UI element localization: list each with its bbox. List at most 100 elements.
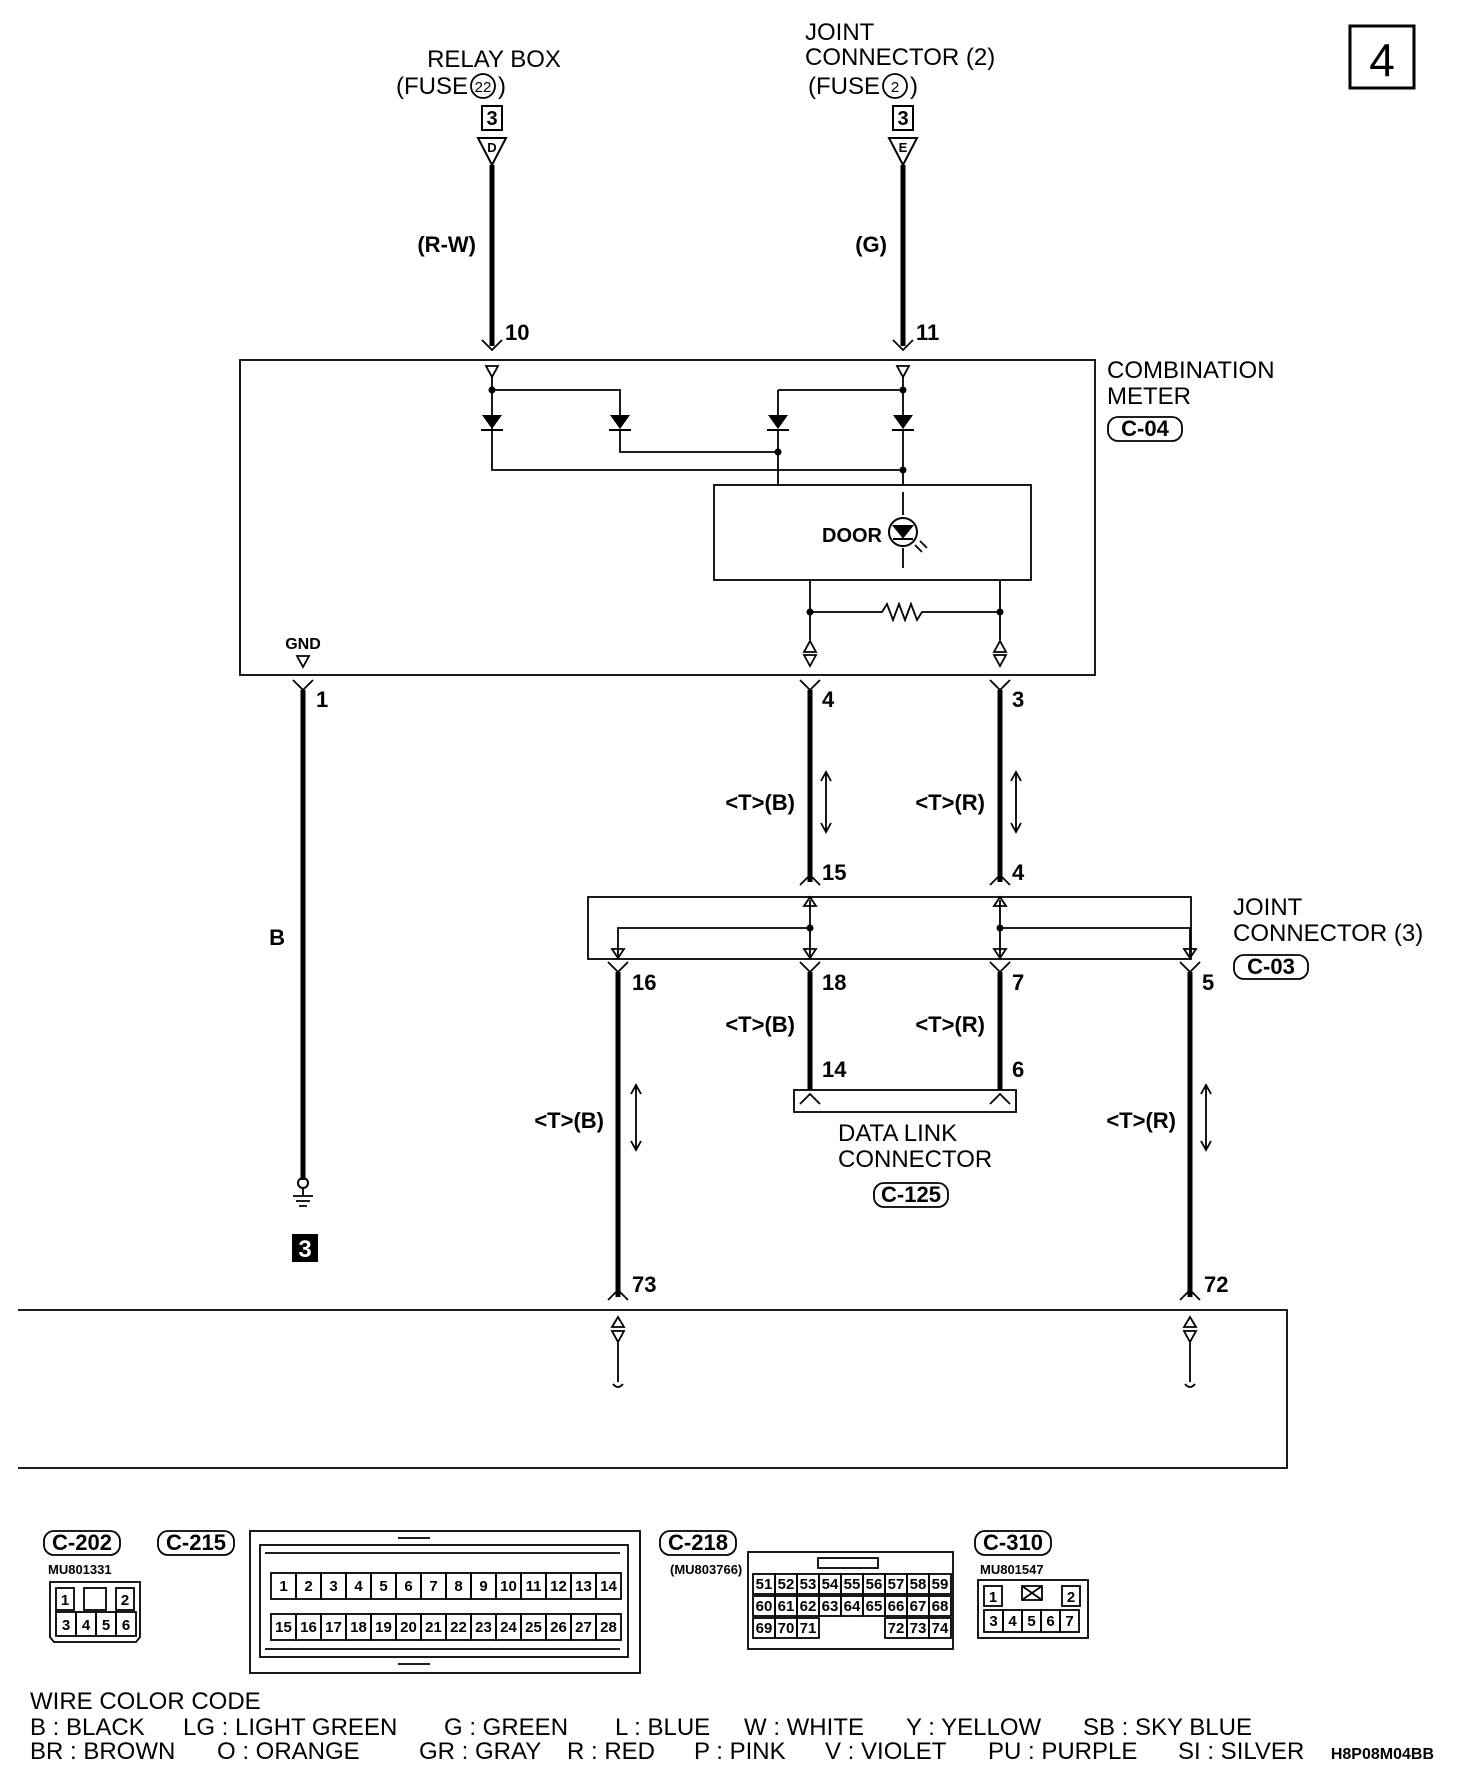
c218-pin-61-label: 61 xyxy=(778,1598,795,1615)
wire-tr-upper-color: <T>(R) xyxy=(915,790,985,815)
cm-out-4 xyxy=(802,639,818,668)
c218-pin-71-cell xyxy=(796,1617,820,1639)
bottom-module-pin-72 xyxy=(1182,1315,1198,1388)
cm-gnd-label: GND xyxy=(285,636,321,653)
legend-r: R : RED xyxy=(567,1738,655,1765)
pin-10-label: 10 xyxy=(505,320,529,345)
c218-pin-62-label: 62 xyxy=(800,1598,817,1615)
c218-pin-74-label: 74 xyxy=(932,1620,949,1637)
c215-pin-10-label: 10 xyxy=(500,1578,517,1595)
c202-pin-2 xyxy=(115,1587,135,1611)
pin-6-label: 6 xyxy=(1012,1057,1024,1082)
c215-pin-5-label: 5 xyxy=(379,1578,387,1595)
c202-code: C-202 xyxy=(52,1530,112,1555)
relay-box-fuse-suffix: ) xyxy=(498,73,506,100)
c202-part: MU801331 xyxy=(48,1562,112,1577)
cm-in-11 xyxy=(895,365,911,379)
c215-pin-14-label: 14 xyxy=(600,1578,617,1595)
c215-pin-28-cell xyxy=(595,1613,622,1641)
jc3-junction-2 xyxy=(996,924,1004,932)
c202-label-4: 4 xyxy=(82,1617,91,1634)
c202-code-box xyxy=(43,1530,121,1556)
pin-5-label: 5 xyxy=(1202,970,1214,995)
ground-icon xyxy=(293,1188,313,1207)
cm-output-circuit xyxy=(809,580,1001,640)
combination-meter-box xyxy=(239,359,1096,676)
relay-box-fuse-circle xyxy=(470,73,496,99)
c215-pin-26-label: 26 xyxy=(550,1619,567,1636)
relay-box-fuse-prefix: (FUSE xyxy=(396,73,468,100)
pin-15-mark xyxy=(799,873,821,886)
bottom-module-pin-73 xyxy=(610,1315,626,1388)
c218-pin-65-label: 65 xyxy=(866,1598,883,1615)
diode-3 xyxy=(767,415,789,431)
c215-pin-25-label: 25 xyxy=(525,1619,542,1636)
jc3-internal xyxy=(617,900,1191,956)
jc3-label-2: CONNECTOR (3) xyxy=(1233,920,1423,947)
pin-16-mark xyxy=(607,961,629,974)
c202-outline xyxy=(49,1581,141,1643)
jc2-label-line2: CONNECTOR (2) xyxy=(805,44,995,71)
pin-1-mark xyxy=(292,679,314,692)
wire-g-color: (G) xyxy=(855,232,887,257)
cm-junction-1 xyxy=(488,386,496,394)
bidir-arrow-1 xyxy=(820,770,832,834)
diode-4 xyxy=(892,415,914,431)
c202-label-5: 5 xyxy=(102,1617,110,1634)
wire-r-w-color: (R-W) xyxy=(417,232,476,257)
c215-pin-1-label: 1 xyxy=(279,1578,287,1595)
c218-code-box xyxy=(659,1530,737,1556)
jc3-label-1: JOINT xyxy=(1233,894,1303,921)
c215-pin-8-label: 8 xyxy=(454,1578,462,1595)
pin-7-label: 7 xyxy=(1012,970,1024,995)
pin-18-label: 18 xyxy=(822,970,846,995)
jc2-fuse-number: 2 xyxy=(891,79,899,96)
dlc-code: C-125 xyxy=(881,1182,941,1207)
legend-row-2: BR : BROWN O : ORANGE GR : GRAY R : RED … xyxy=(30,1738,1304,1765)
cm-in-10 xyxy=(484,365,500,379)
legend-sb: SB : SKY BLUE xyxy=(1083,1714,1252,1741)
relay-box-source: RELAY BOX (FUSE 22 ) 3 D xyxy=(396,46,561,168)
connector-c-202: C-202 MU801331 1 2 3 4 5 6 xyxy=(43,1530,141,1643)
c215-pin-3-label: 3 xyxy=(329,1578,337,1595)
c202-pin-1 xyxy=(55,1587,75,1611)
c215-pin-6-label: 6 xyxy=(404,1578,412,1595)
legend-v: V : VIOLET xyxy=(825,1738,947,1765)
c218-pin-52-label: 52 xyxy=(778,1576,795,1593)
c215-pin-18-label: 18 xyxy=(350,1619,367,1636)
cm-internal-circuit xyxy=(491,377,904,485)
c218-pin-57-label: 57 xyxy=(888,1576,905,1593)
c202-label-1: 1 xyxy=(61,1592,69,1609)
c215-pin-7-label: 7 xyxy=(429,1578,437,1595)
relay-box-connector-letter: D xyxy=(487,140,496,155)
pin-5-mark xyxy=(1179,961,1201,974)
c215-pin-17-label: 17 xyxy=(325,1619,342,1636)
c310-part: MU801547 xyxy=(980,1562,1044,1577)
pin-3-label: 3 xyxy=(1012,687,1024,712)
door-lamp-light-rays xyxy=(914,540,928,553)
c218-code: C-218 xyxy=(668,1530,728,1555)
relay-box-fuse-number: 22 xyxy=(475,79,492,96)
c202-label-2: 2 xyxy=(121,1592,129,1609)
legend-si: SI : SILVER xyxy=(1178,1738,1304,1765)
c218-pin-56-label: 56 xyxy=(866,1576,883,1593)
c310-pin-7-label: 7 xyxy=(1065,1613,1073,1630)
pin-11-label: 11 xyxy=(916,320,939,345)
c215-pin-21-label: 21 xyxy=(425,1619,442,1636)
drawing-code: H8P08M04BB xyxy=(1331,1746,1434,1763)
jc2-ref-number: 3 xyxy=(897,108,908,130)
jc2-fuse-prefix: (FUSE xyxy=(808,73,880,100)
c215-pin-14-cell xyxy=(595,1572,622,1600)
pin-14-label: 14 xyxy=(822,1057,847,1082)
c310-pin-4-label: 4 xyxy=(1008,1613,1017,1630)
c218-pin-58-label: 58 xyxy=(910,1576,927,1593)
c202-pin-6 xyxy=(115,1611,137,1637)
bidir-arrow-3 xyxy=(630,1083,642,1152)
pin-11-mark xyxy=(892,339,914,352)
page-number-box xyxy=(1348,24,1416,90)
c202-label-6: 6 xyxy=(122,1617,130,1634)
